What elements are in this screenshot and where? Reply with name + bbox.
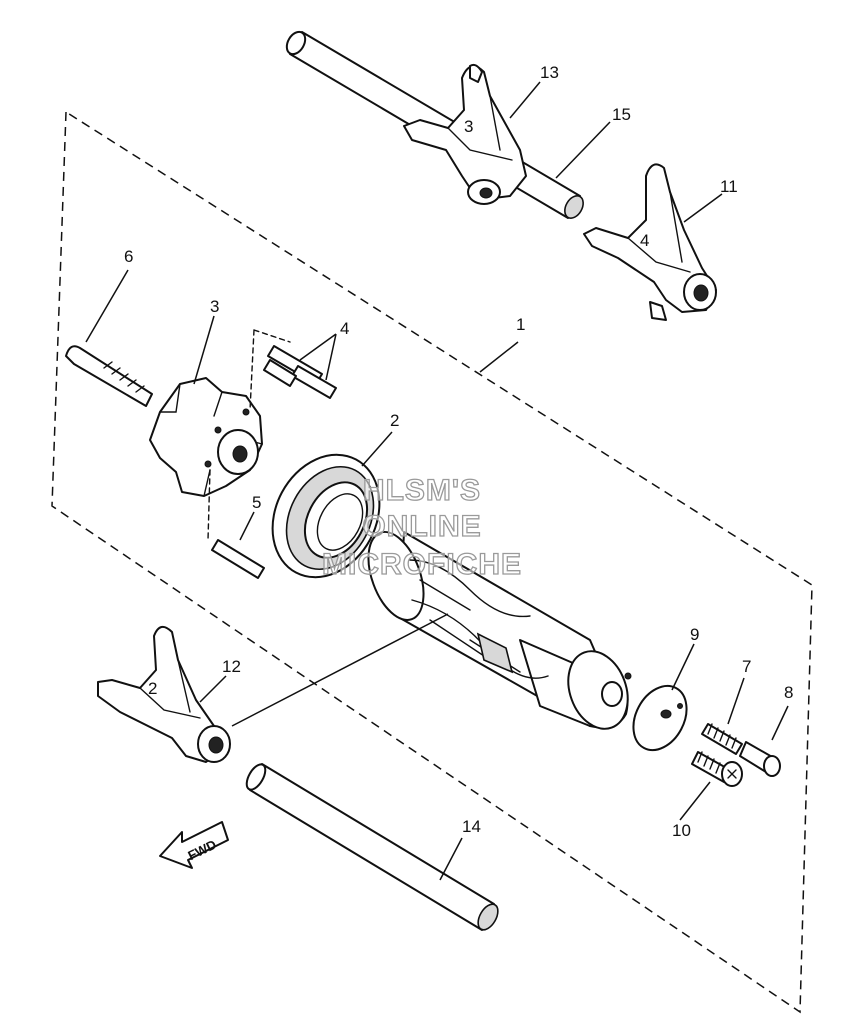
part-14-guide-bar xyxy=(245,763,499,931)
part-6-bolt xyxy=(65,345,153,407)
leader-lines xyxy=(85,81,789,881)
part-7-spring xyxy=(701,723,743,755)
watermark: HLSM'S ONLINE MICROFICHE xyxy=(321,473,522,581)
callout-6: 6 xyxy=(124,247,133,266)
assembly-boundary xyxy=(51,110,813,1014)
svg-text:2: 2 xyxy=(148,679,157,698)
part-2-bearing xyxy=(271,453,381,579)
watermark-line-3: MICROFICHE xyxy=(322,548,522,581)
part-11-shift-fork: 4 xyxy=(583,163,717,321)
callout-9: 9 xyxy=(690,625,699,644)
callout-8: 8 xyxy=(784,683,793,702)
callout-7: 7 xyxy=(742,657,751,676)
part-12-shift-fork: 2 xyxy=(97,625,231,763)
callout-10: 10 xyxy=(672,821,691,840)
part-5-pin xyxy=(211,539,265,579)
part-9-plate xyxy=(632,684,688,752)
svg-text:4: 4 xyxy=(640,231,649,250)
part-13-shift-fork: 3 xyxy=(403,63,527,205)
callout-5: 5 xyxy=(252,493,261,512)
part-10-screw xyxy=(691,751,743,787)
callout-11: 11 xyxy=(720,177,738,196)
part-4-pins xyxy=(263,345,337,399)
callout-14: 14 xyxy=(462,817,481,836)
shift-drum xyxy=(367,531,632,730)
part-8-plunger xyxy=(739,741,781,777)
callout-1: 1 xyxy=(516,315,525,334)
callout-3: 3 xyxy=(210,297,219,316)
watermark-line-1: HLSM'S xyxy=(363,474,481,507)
callout-labels: 1 2 3 4 5 6 7 8 9 10 11 12 13 14 15 xyxy=(124,63,793,840)
svg-text:3: 3 xyxy=(464,117,473,136)
callout-12: 12 xyxy=(222,657,241,676)
callout-4: 4 xyxy=(340,319,349,338)
watermark-line-2: ONLINE xyxy=(362,510,481,543)
callout-2: 2 xyxy=(390,411,399,430)
part-3-segment xyxy=(149,377,263,497)
callout-13: 13 xyxy=(540,63,559,82)
fwd-arrow: FWD xyxy=(159,821,229,869)
callout-15: 15 xyxy=(612,105,631,124)
